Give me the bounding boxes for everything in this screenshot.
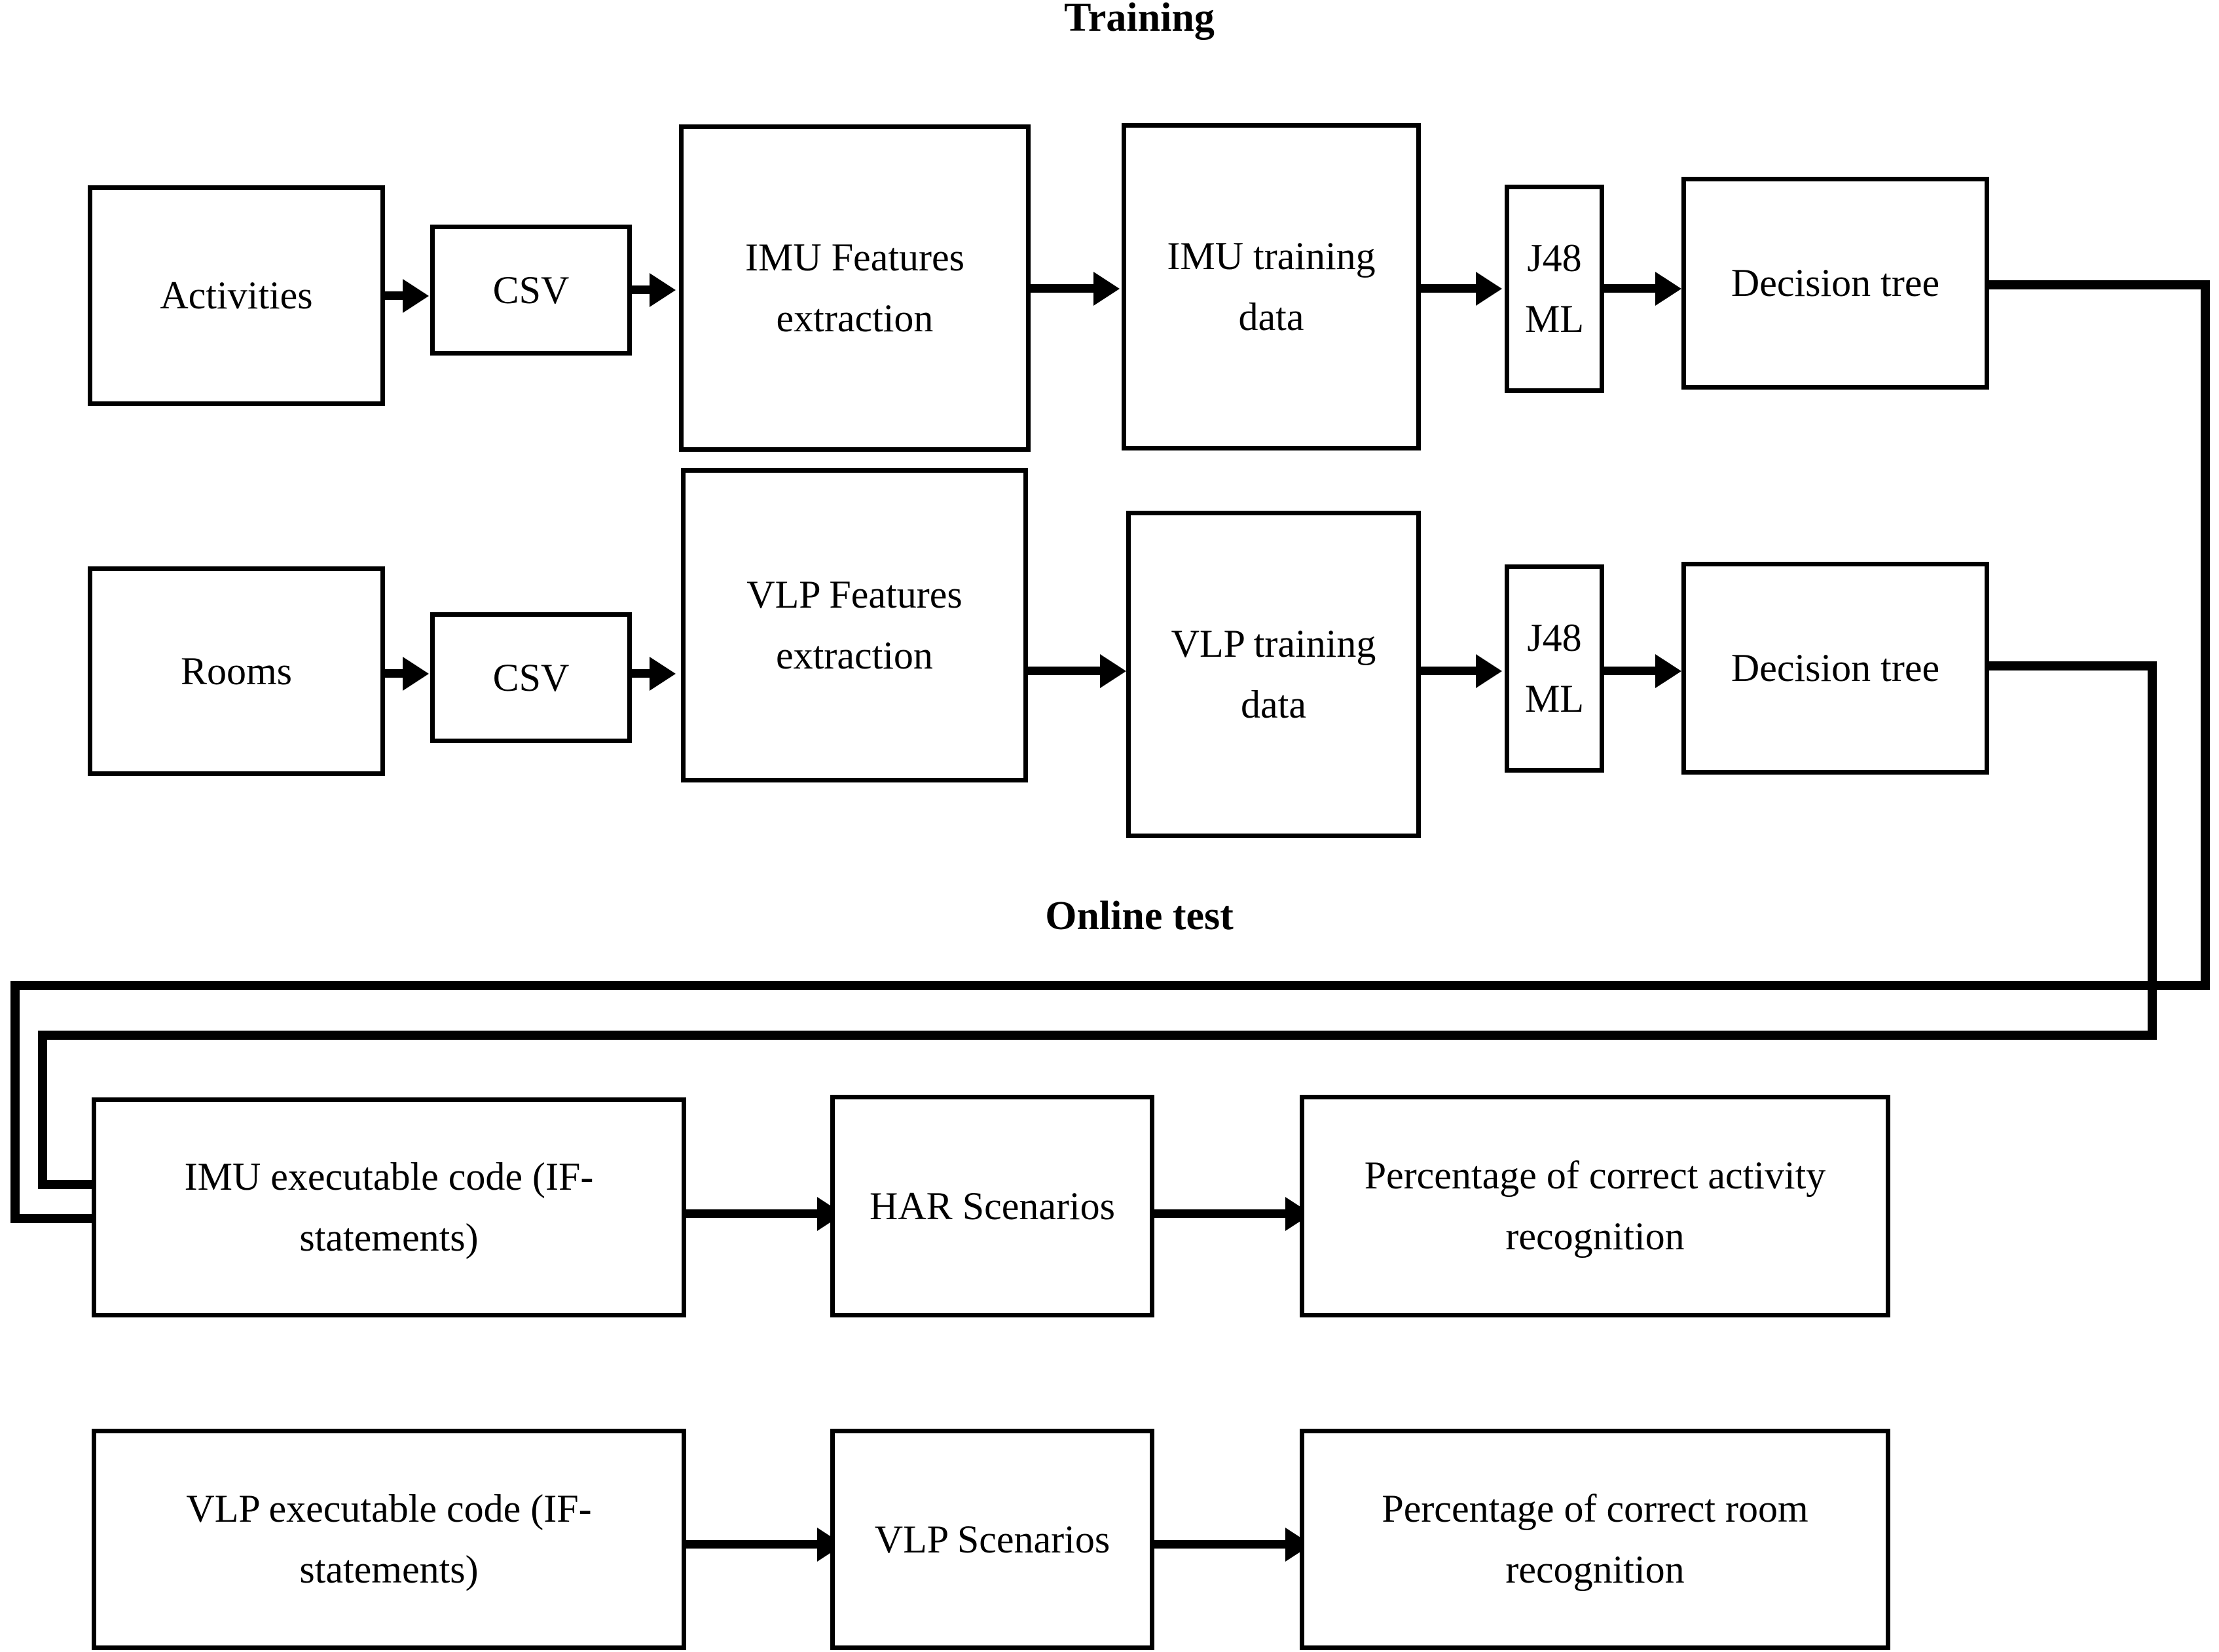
node-activity-recognition-result[interactable]: Percentage of correct activity recogniti… (1300, 1095, 1890, 1317)
node-vlp-features-extraction-label: VLP Features extraction (746, 573, 963, 677)
arrow-vlp-training-data-to-j48 (1476, 654, 1502, 688)
node-activities[interactable]: Activities (88, 185, 385, 406)
arrow-csv-to-vlp-features (650, 657, 676, 691)
node-har-scenarios[interactable]: HAR Scenarios (830, 1095, 1154, 1317)
node-vlp-executable-code[interactable]: VLP executable code (IF-statements) (92, 1429, 686, 1650)
route-imu-dt-down (2201, 280, 2210, 990)
arrow-rooms-to-csv (403, 657, 429, 691)
node-csv-imu[interactable]: CSV (430, 225, 632, 356)
node-decision-tree-imu-label: Decision tree (1731, 261, 1940, 304)
route-imu-dt-left-down (10, 981, 20, 1219)
node-vlp-scenarios-label: VLP Scenarios (874, 1517, 1110, 1561)
node-imu-features-extraction-label: IMU Features extraction (745, 236, 964, 340)
arrow-j48-to-decision-tree-vlp (1655, 654, 1681, 688)
node-imu-executable-code-label: IMU executable code (IF-statements) (184, 1155, 594, 1259)
node-rooms-label: Rooms (180, 649, 293, 693)
node-j48-ml-imu-label: J48 ML (1525, 236, 1584, 340)
node-room-recognition-result[interactable]: Percentage of correct room recognition (1300, 1429, 1890, 1650)
node-har-scenarios-label: HAR Scenarios (870, 1184, 1115, 1228)
route-imu-dt-across (10, 981, 2210, 990)
section-title-training: Training (1064, 0, 1215, 40)
node-imu-executable-code[interactable]: IMU executable code (IF-statements) (92, 1097, 686, 1317)
node-activity-recognition-result-label: Percentage of correct activity recogniti… (1364, 1154, 1826, 1258)
node-room-recognition-result-label: Percentage of correct room recognition (1382, 1487, 1808, 1591)
route-vlp-dt-down (2148, 661, 2157, 1040)
arrow-activities-to-csv (403, 279, 429, 313)
route-vlp-dt-across (38, 1031, 2157, 1040)
section-title-online-test: Online test (1045, 894, 1234, 938)
node-csv-vlp-label: CSV (492, 655, 570, 699)
node-vlp-features-extraction[interactable]: VLP Features extraction (681, 468, 1028, 782)
arrow-csv-to-imu-features (650, 273, 676, 307)
node-imu-features-extraction[interactable]: IMU Features extraction (679, 124, 1031, 452)
route-vlp-dt-out-h (1989, 661, 2157, 670)
node-rooms[interactable]: Rooms (88, 566, 385, 776)
node-activities-label: Activities (160, 274, 313, 317)
arrow-j48-to-decision-tree-imu (1655, 272, 1681, 306)
node-j48-ml-imu[interactable]: J48 ML (1505, 185, 1604, 393)
node-csv-vlp[interactable]: CSV (430, 612, 632, 743)
arrow-imu-training-data-to-j48 (1476, 272, 1502, 306)
node-imu-training-data-label: IMU training data (1167, 234, 1376, 339)
node-j48-ml-vlp[interactable]: J48 ML (1505, 564, 1604, 773)
node-imu-training-data[interactable]: IMU training data (1122, 123, 1421, 450)
node-j48-ml-vlp-label: J48 ML (1525, 616, 1584, 720)
node-decision-tree-vlp[interactable]: Decision tree (1681, 562, 1989, 775)
node-vlp-executable-code-label: VLP executable code (IF-statements) (186, 1487, 592, 1591)
node-decision-tree-imu[interactable]: Decision tree (1681, 177, 1989, 390)
route-vlp-dt-left-down (38, 1031, 47, 1189)
node-vlp-training-data[interactable]: VLP training data (1126, 511, 1421, 838)
arrow-imu-features-to-training-data (1093, 272, 1120, 306)
arrow-vlp-features-to-training-data (1100, 654, 1126, 688)
route-imu-dt-out-h (1989, 280, 2210, 289)
node-vlp-training-data-label: VLP training data (1171, 622, 1376, 726)
node-decision-tree-vlp-label: Decision tree (1731, 646, 1940, 689)
node-csv-imu-label: CSV (492, 268, 570, 312)
node-vlp-scenarios[interactable]: VLP Scenarios (830, 1429, 1154, 1650)
